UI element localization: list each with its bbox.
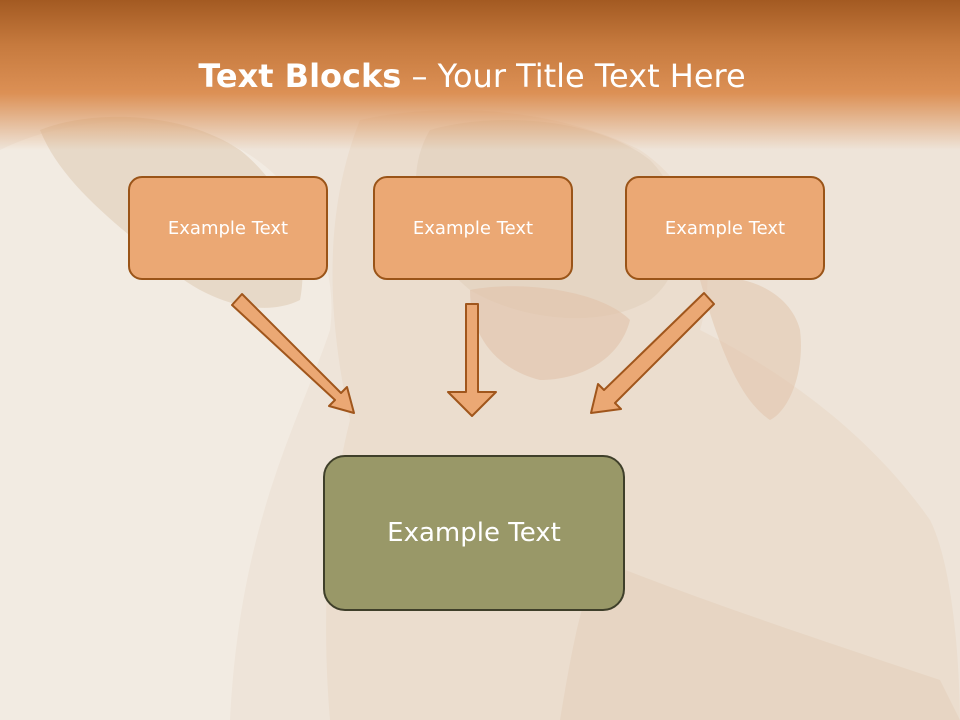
- result-block-label: Example Text: [387, 518, 561, 548]
- text-block-right: Example Text: [625, 176, 825, 280]
- title-bold: Text Blocks: [198, 57, 402, 95]
- slide-title: Text Blocks – Your Title Text Here: [0, 52, 944, 100]
- text-block-middle: Example Text: [373, 176, 573, 280]
- title-light: Your Title Text Here: [437, 57, 746, 95]
- text-block-left: Example Text: [128, 176, 328, 280]
- result-block: Example Text: [323, 455, 625, 611]
- title-separator: –: [401, 57, 438, 95]
- text-block-left-label: Example Text: [167, 217, 289, 239]
- text-block-middle-label: Example Text: [412, 217, 534, 239]
- text-block-right-label: Example Text: [664, 217, 786, 239]
- title-bar: [0, 0, 960, 150]
